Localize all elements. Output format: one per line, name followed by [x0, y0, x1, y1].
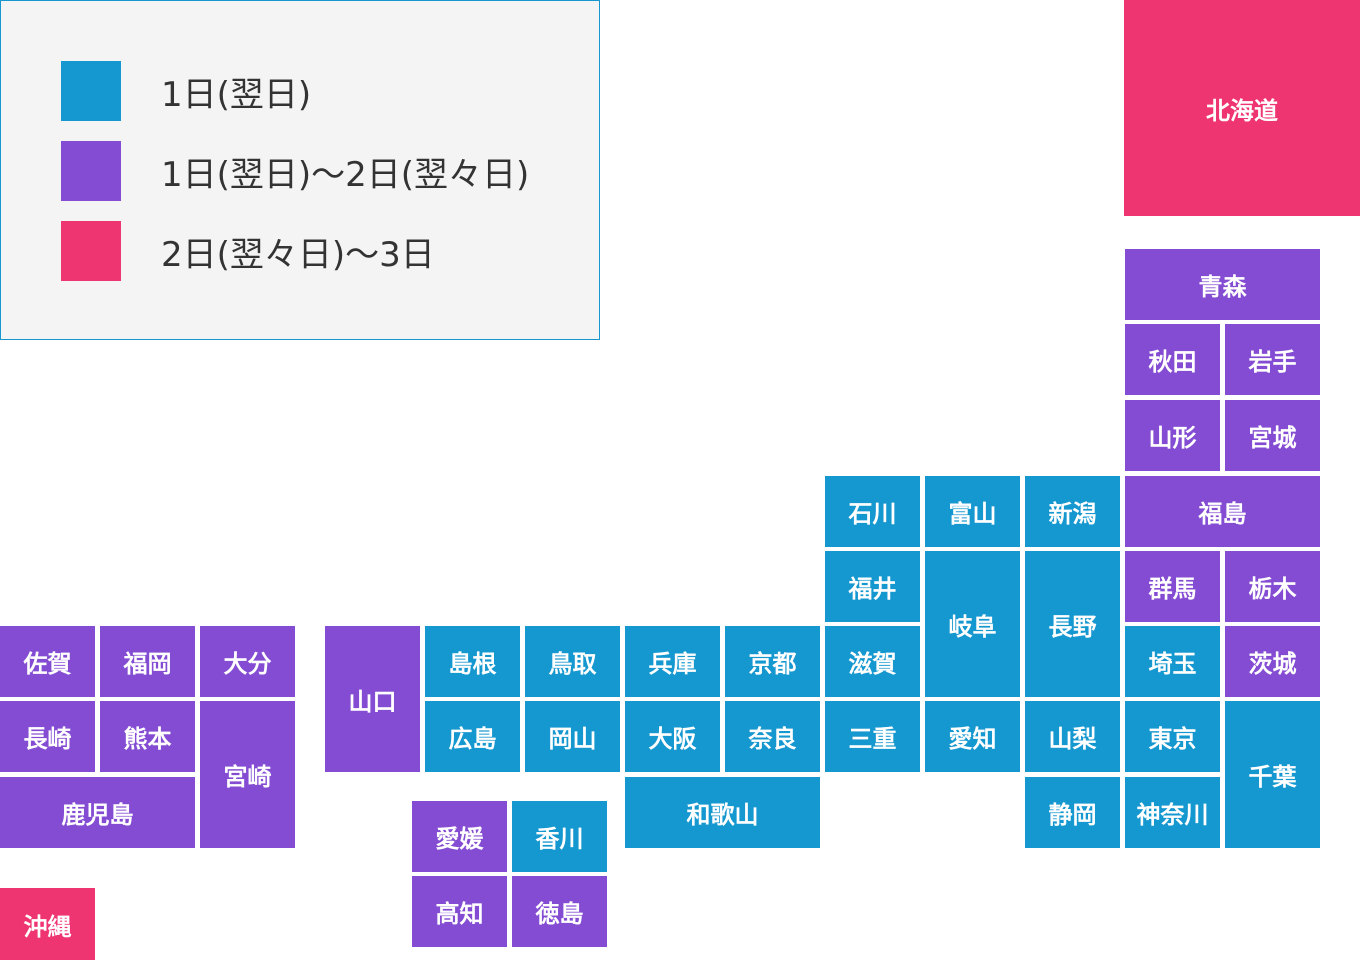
prefecture-saga[interactable]: 佐賀	[0, 626, 95, 697]
prefecture-nagasaki[interactable]: 長崎	[0, 701, 95, 772]
prefecture-okayama[interactable]: 岡山	[525, 701, 620, 772]
prefecture-nagano[interactable]: 長野	[1025, 551, 1120, 697]
legend-item-1-2-days: 1日(翌日)〜2日(翌々日)	[61, 141, 529, 201]
legend-label: 1日(翌日)〜2日(翌々日)	[161, 154, 530, 195]
prefecture-miyazaki[interactable]: 宮崎	[200, 701, 295, 848]
prefecture-hiroshima[interactable]: 広島	[425, 701, 520, 772]
prefecture-aomori[interactable]: 青森	[1125, 249, 1320, 320]
prefecture-fukushima[interactable]: 福島	[1125, 476, 1320, 547]
prefecture-fukui[interactable]: 福井	[825, 551, 920, 622]
prefecture-osaka[interactable]: 大阪	[625, 701, 720, 772]
legend-item-2-3-days: 2日(翌々日)〜3日	[61, 221, 435, 281]
prefecture-tochigi[interactable]: 栃木	[1225, 551, 1320, 622]
prefecture-tokushima[interactable]: 徳島	[512, 876, 607, 947]
prefecture-hokkaido[interactable]: 北海道	[1124, 0, 1360, 216]
prefecture-yamaguchi[interactable]: 山口	[325, 626, 420, 772]
prefecture-okinawa[interactable]: 沖縄	[0, 888, 95, 960]
prefecture-saitama[interactable]: 埼玉	[1125, 626, 1220, 697]
prefecture-akita[interactable]: 秋田	[1125, 324, 1220, 395]
prefecture-gunma[interactable]: 群馬	[1125, 551, 1220, 622]
prefecture-yamagata[interactable]: 山形	[1125, 400, 1220, 471]
prefecture-miyagi[interactable]: 宮城	[1225, 400, 1320, 471]
prefecture-hyogo[interactable]: 兵庫	[625, 626, 720, 697]
prefecture-ibaraki[interactable]: 茨城	[1225, 626, 1320, 697]
prefecture-gifu[interactable]: 岐阜	[925, 551, 1020, 697]
prefecture-tokyo[interactable]: 東京	[1125, 701, 1220, 772]
prefecture-kanagawa[interactable]: 神奈川	[1125, 777, 1220, 848]
prefecture-iwate[interactable]: 岩手	[1225, 324, 1320, 395]
prefecture-kagoshima[interactable]: 鹿児島	[0, 777, 195, 848]
prefecture-shiga[interactable]: 滋賀	[825, 626, 920, 697]
prefecture-nara[interactable]: 奈良	[725, 701, 820, 772]
prefecture-yamanashi[interactable]: 山梨	[1025, 701, 1120, 772]
prefecture-shizuoka[interactable]: 静岡	[1025, 777, 1120, 848]
legend-label: 1日(翌日)	[161, 74, 312, 115]
prefecture-tottori[interactable]: 鳥取	[525, 626, 620, 697]
prefecture-chiba[interactable]: 千葉	[1225, 701, 1320, 848]
legend-swatch-blue	[61, 61, 121, 121]
prefecture-kyoto[interactable]: 京都	[725, 626, 820, 697]
legend: 1日(翌日) 1日(翌日)〜2日(翌々日) 2日(翌々日)〜3日	[0, 0, 600, 340]
prefecture-oita[interactable]: 大分	[200, 626, 295, 697]
legend-label: 2日(翌々日)〜3日	[161, 234, 435, 275]
prefecture-shimane[interactable]: 島根	[425, 626, 520, 697]
prefecture-kagawa[interactable]: 香川	[512, 801, 607, 872]
prefecture-toyama[interactable]: 富山	[925, 476, 1020, 547]
legend-item-next-day: 1日(翌日)	[61, 61, 311, 121]
prefecture-ehime[interactable]: 愛媛	[412, 801, 507, 872]
prefecture-kochi[interactable]: 高知	[412, 876, 507, 947]
prefecture-niigata[interactable]: 新潟	[1025, 476, 1120, 547]
legend-swatch-purple	[61, 141, 121, 201]
prefecture-aichi[interactable]: 愛知	[925, 701, 1020, 772]
prefecture-fukuoka[interactable]: 福岡	[100, 626, 195, 697]
prefecture-mie[interactable]: 三重	[825, 701, 920, 772]
legend-swatch-pink	[61, 221, 121, 281]
prefecture-ishikawa[interactable]: 石川	[825, 476, 920, 547]
prefecture-kumamoto[interactable]: 熊本	[100, 701, 195, 772]
prefecture-wakayama[interactable]: 和歌山	[625, 777, 820, 848]
